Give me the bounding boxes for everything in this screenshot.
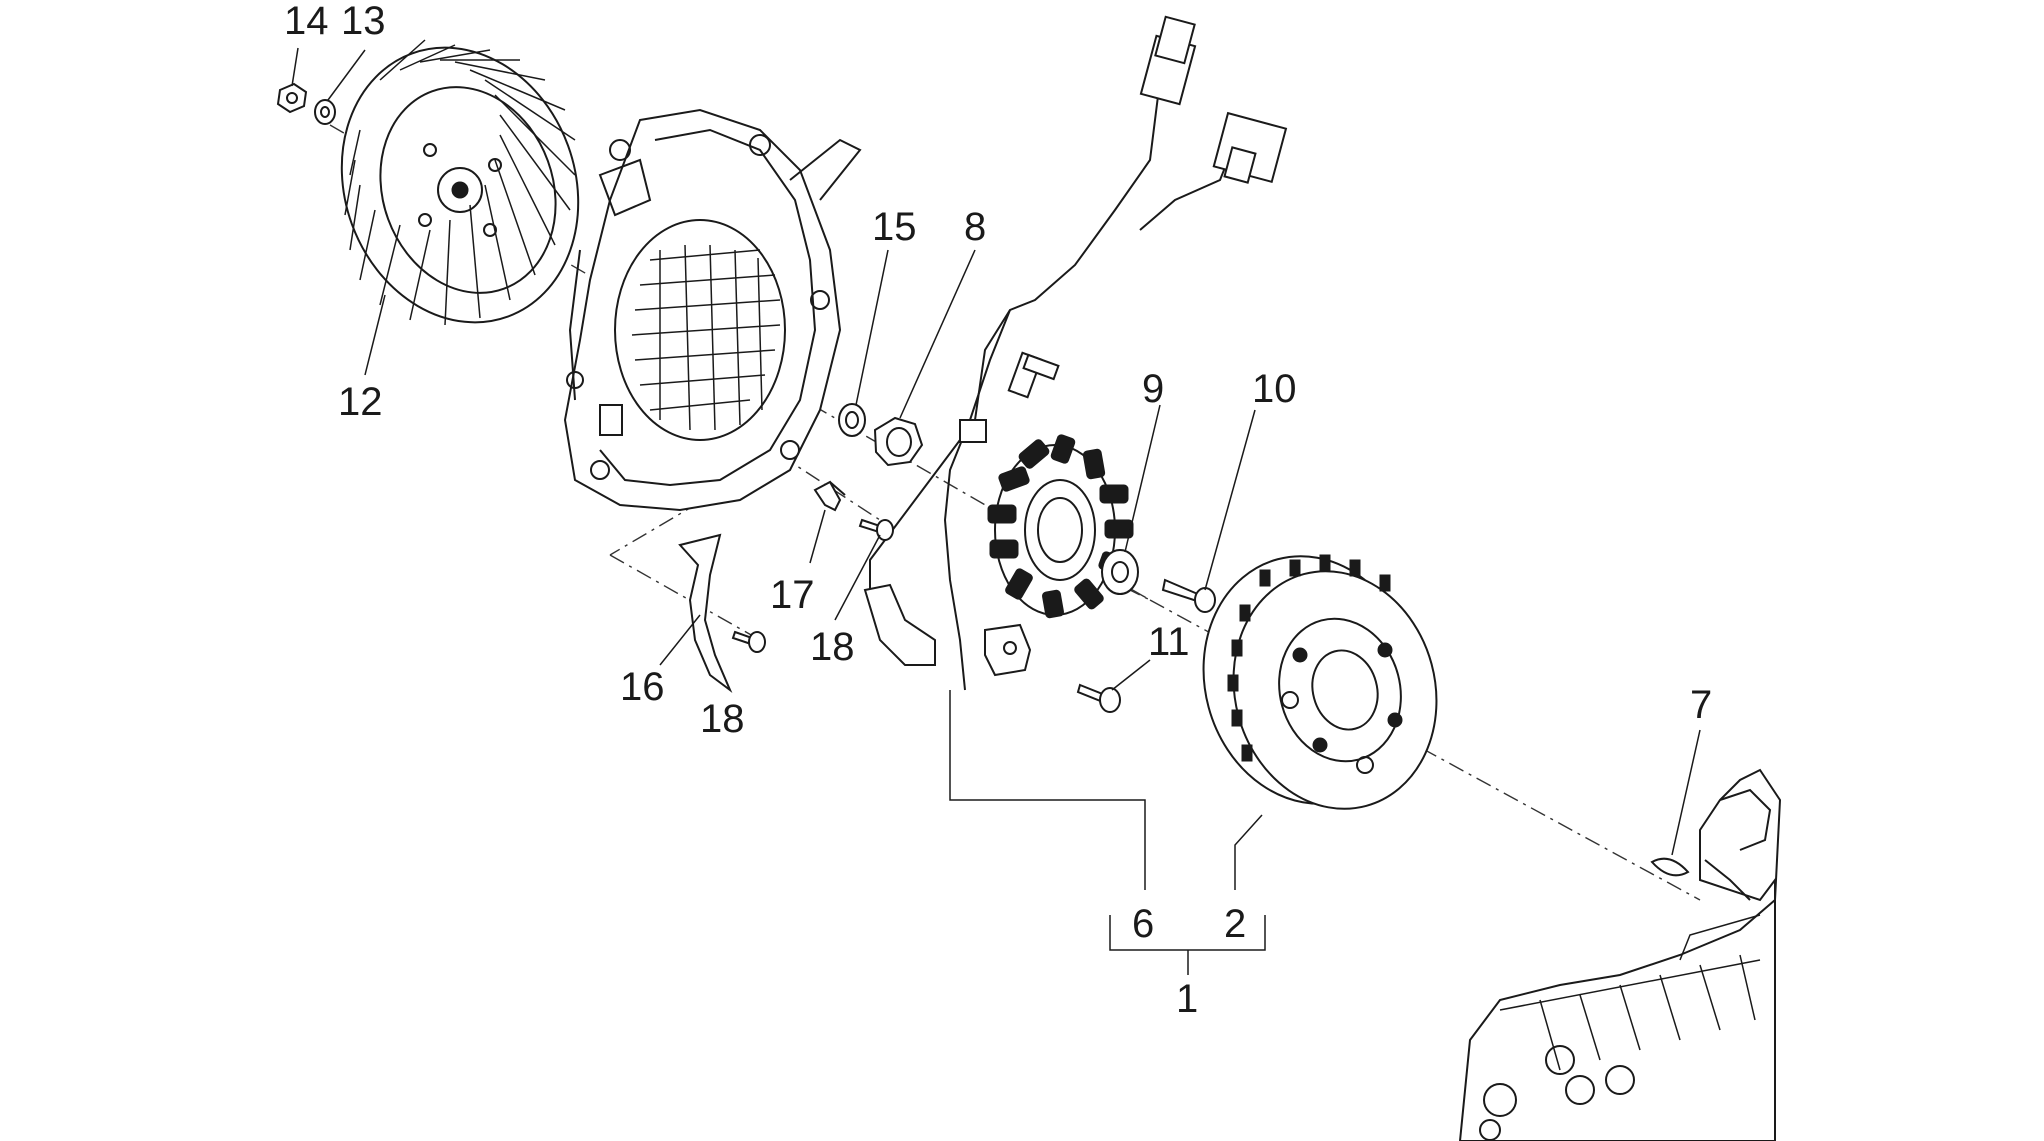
callout-labels: 14 13 12 15 8 9 10 17 18 16 18 11 7 6 2 … (284, 0, 1712, 1021)
callout-17: 17 (770, 573, 815, 617)
callout-2: 2 (1224, 902, 1246, 946)
bracket-icon (678, 533, 733, 694)
flywheel-rotor-icon (1202, 554, 1438, 810)
callout-14: 14 (284, 0, 329, 43)
screw-icon (1076, 683, 1121, 713)
callout-11: 11 (1148, 620, 1190, 664)
callout-9: 9 (1142, 367, 1164, 411)
leader-lines (291, 47, 1701, 975)
callout-1: 1 (1176, 977, 1198, 1021)
nut-icon (873, 416, 924, 467)
callout-15: 15 (872, 205, 917, 249)
washer-icon (838, 403, 866, 437)
key-icon (1650, 857, 1690, 877)
flywheel-cover-icon (563, 108, 862, 512)
screw-icon (731, 630, 766, 653)
stator-icon (987, 434, 1134, 619)
wiring-harness-icon (869, 15, 1288, 691)
callout-6: 6 (1132, 902, 1154, 946)
screw-icon (858, 518, 894, 541)
callout-18-lower: 18 (700, 697, 745, 741)
callout-8: 8 (964, 205, 986, 249)
washer-icon (1101, 549, 1139, 595)
nut-icon (276, 82, 308, 114)
callout-7: 7 (1690, 683, 1712, 727)
callout-13: 13 (341, 0, 386, 43)
callout-16: 16 (620, 665, 665, 709)
washer-icon (314, 99, 336, 125)
pickup-sensor-icon (863, 583, 1032, 677)
engine-block-icon (1458, 768, 1782, 1141)
callout-18-upper: 18 (810, 625, 855, 669)
callout-10: 10 (1252, 367, 1297, 411)
clip-icon (813, 480, 846, 512)
callout-12: 12 (338, 380, 383, 424)
cooling-fan-icon (340, 39, 580, 326)
